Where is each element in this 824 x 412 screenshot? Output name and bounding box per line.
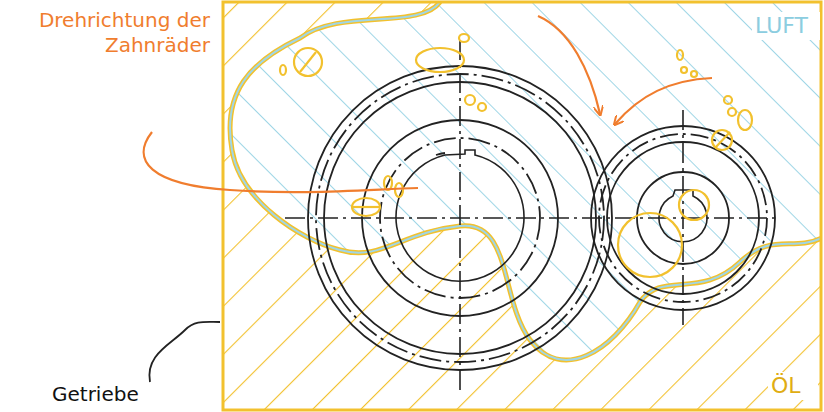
leader-line (149, 322, 220, 382)
region-label: LUFT (752, 12, 820, 40)
air-region (230, 2, 821, 360)
housing (223, 2, 821, 410)
region-label: ÖL (768, 372, 818, 400)
oil-hatching (223, 2, 821, 410)
leader-line (144, 132, 418, 192)
rotation-arrows (144, 16, 712, 192)
centerlines (285, 40, 778, 395)
callout-label: Drehrichtung der Zahnräder (0, 8, 210, 58)
part-label: Getriebe (52, 382, 162, 407)
oil-bubbles (280, 34, 752, 277)
